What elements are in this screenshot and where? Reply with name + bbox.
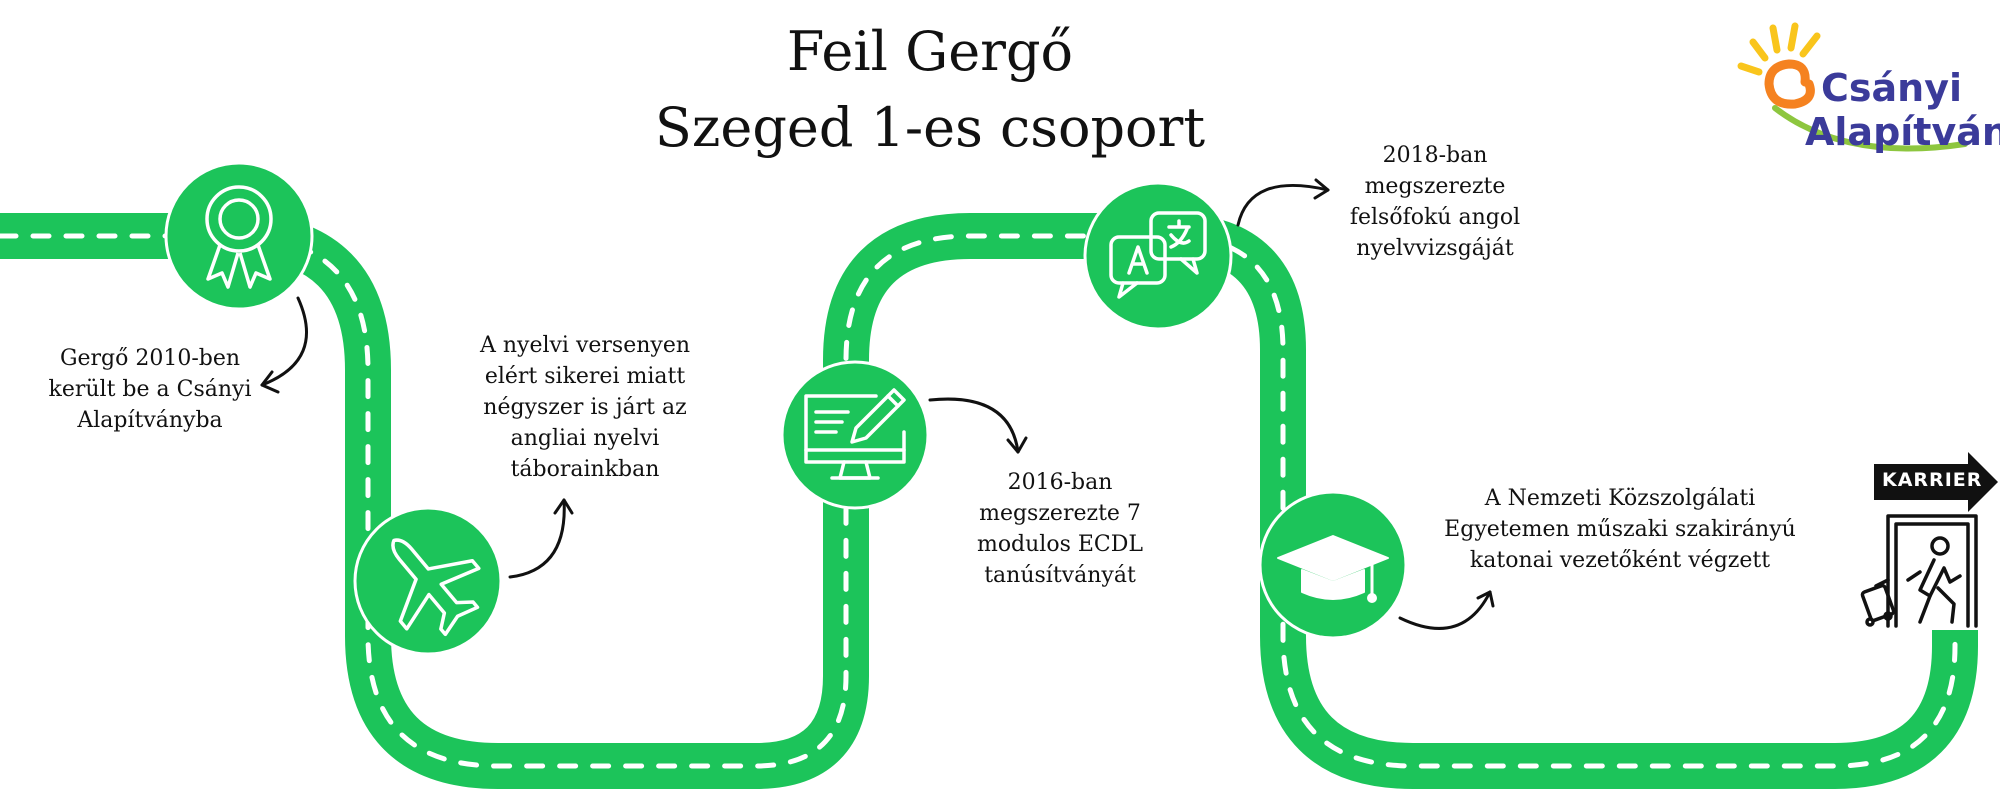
milestone-3-badge (780, 360, 930, 515)
milestone-2-caption: A nyelvi versenyen elért sikerei miatt n… (479, 333, 691, 482)
translation-chat-icon (1083, 181, 1233, 331)
end-door-figure (1858, 510, 1990, 635)
logo-word-alapitvany: Alapítvány (1805, 110, 2000, 154)
milestone-3-caption: 2016-ban megszerezte 7 modulos ECDL tanú… (976, 470, 1144, 588)
milestone-4-badge (1083, 181, 1233, 336)
milestone-4-caption: 2018-ban megszerezte felsőfokú angol nye… (1349, 143, 1521, 261)
computer-edit-icon (780, 360, 930, 510)
milestone-2-badge (353, 506, 503, 661)
milestone-1-caption: Gergő 2010-ben került be a Csányi Alapít… (48, 346, 252, 433)
page-title: Feil Gergő (786, 20, 1074, 83)
logo-word-csanyi: Csányi (1821, 66, 1962, 110)
award-ribbon-icon (164, 161, 314, 311)
traveler-exit-door-icon (1860, 514, 1978, 628)
milestone-1-badge (164, 161, 314, 316)
karrier-label: KARRIER (1882, 469, 1983, 491)
milestone-5-badge (1258, 490, 1408, 645)
arrow-right-icon (1874, 452, 1998, 512)
csanyi-logo: Csányi Alapítvány (1735, 20, 2000, 180)
sun-logo-icon (1737, 22, 1968, 152)
airplane-icon (353, 506, 503, 656)
page-subtitle: Szeged 1-es csoport (654, 96, 1206, 159)
arrow-1 (260, 296, 308, 387)
graduation-cap-icon (1258, 490, 1408, 640)
milestone-5-caption: A Nemzeti Közszolgálati Egyetemen műszak… (1444, 486, 1796, 573)
karrier-sign (1872, 450, 2000, 519)
